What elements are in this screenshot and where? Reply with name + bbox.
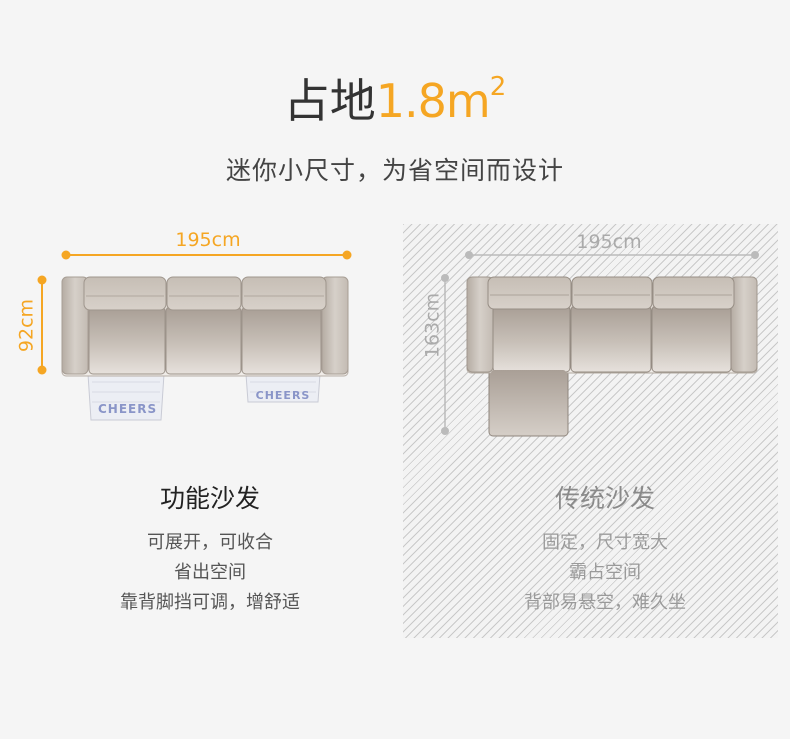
traditional-line-3: 背部易悬空，难久坐: [524, 592, 686, 613]
functional-sofa-description: 可展开，可收合 省出空间 靠背脚挡可调，增舒适: [60, 528, 360, 618]
functional-width-dimension: [61, 250, 352, 260]
functional-depth-dimension: [37, 275, 47, 375]
traditional-width-dimension: [465, 251, 759, 259]
page-subheading: 迷你小尺寸，为省空间而设计: [225, 156, 564, 185]
functional-width-label: 195cm: [175, 229, 241, 251]
heading-prefix: 占地: [283, 74, 376, 128]
functional-line-3: 靠背脚挡可调，增舒适: [120, 592, 300, 613]
footrest-brand-mark-right: CHEERS: [255, 389, 311, 402]
heading-area-value: 1.8m: [375, 74, 491, 128]
functional-depth-label: 92cm: [15, 298, 38, 353]
traditional-line-2: 霸占空间: [569, 562, 641, 583]
traditional-width-label: 195cm: [576, 231, 642, 253]
footrest-brand-mark-left: CHEERS: [98, 402, 158, 416]
traditional-depth-label: 163cm: [421, 292, 444, 359]
functional-line-2: 省出空间: [174, 562, 246, 583]
page-heading: 占地1.8m2: [0, 74, 790, 124]
traditional-sofa-title: 传统沙发: [554, 484, 655, 513]
functional-line-1: 可展开，可收合: [147, 532, 273, 553]
functional-sofa-illustration: [61, 276, 349, 421]
traditional-line-1: 固定，尺寸宽大: [542, 532, 668, 553]
traditional-sofa-description: 固定，尺寸宽大 霸占空间 背部易悬空，难久坐: [455, 528, 755, 618]
traditional-depth-dimension: [441, 274, 449, 435]
traditional-sofa-illustration: [466, 276, 758, 437]
heading-area-superscript: 2: [489, 72, 507, 102]
functional-sofa-title: 功能沙发: [159, 484, 260, 513]
